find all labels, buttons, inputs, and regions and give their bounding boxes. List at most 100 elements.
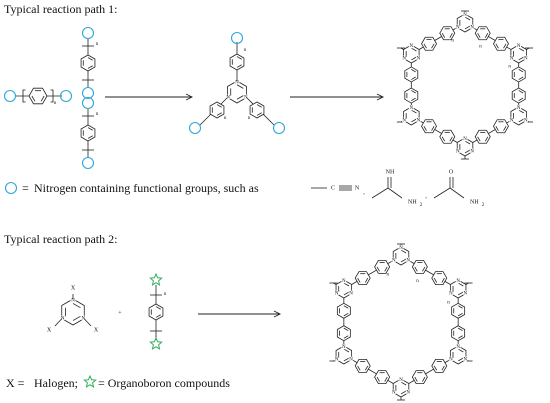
path2-edge-benzene <box>374 259 391 274</box>
n-label-bg <box>401 117 407 123</box>
trihalo-triazine <box>61 298 85 326</box>
organoboron-legend-star-icon <box>83 374 97 388</box>
n-label-bg <box>398 245 404 251</box>
subscript-2: 2 <box>482 203 485 208</box>
double-bond <box>40 95 45 102</box>
path2-edge-benzene <box>336 325 351 342</box>
path2-repeat-n: n <box>416 279 419 284</box>
double-bond <box>384 376 388 382</box>
n-label-bg <box>455 278 461 284</box>
vertical-monomer-benzene <box>80 54 96 72</box>
path1-edge-benzene <box>421 36 437 51</box>
path2-edge-benzene <box>411 259 428 274</box>
path1-triazine-node <box>456 13 474 33</box>
triazine-n-label: N <box>244 96 248 101</box>
triazine-n-label: N <box>342 345 346 350</box>
n-label-bg <box>348 290 354 296</box>
path2-triazine-node <box>392 246 410 266</box>
triazine-n-label: N <box>470 150 474 155</box>
double-bond <box>495 43 499 49</box>
triazine-core <box>227 80 247 104</box>
n-label-bg <box>234 79 240 85</box>
n-label-bg <box>405 257 411 263</box>
nitrogen-group-marker-bottom <box>81 86 95 100</box>
repeat-n: n <box>244 48 247 53</box>
n-label-bg <box>455 344 461 350</box>
double-bond <box>31 95 36 102</box>
double-bond <box>449 136 453 142</box>
double-bond <box>411 47 417 52</box>
double-bond <box>518 118 525 123</box>
triazine-n-label: N <box>399 246 403 251</box>
n-label-bg <box>508 117 515 123</box>
triazine-n-label: N <box>349 292 353 297</box>
triazine-n-label: N <box>406 259 410 264</box>
halogen-bond-left <box>54 318 63 327</box>
double-bond <box>518 47 525 52</box>
nitrogen-legend-equals: = <box>22 181 29 195</box>
double-bond <box>236 84 244 89</box>
boron-monomer-benzene <box>148 303 164 321</box>
double-bond <box>411 109 417 114</box>
double-bond <box>376 376 380 382</box>
triazine-n-label: N <box>524 57 528 62</box>
triazine-n-label: N <box>456 345 460 350</box>
double-bond <box>411 56 417 61</box>
triazine-n-label: N <box>409 44 413 49</box>
triazine-n-label: N <box>406 391 410 396</box>
double-bond <box>343 291 350 296</box>
path2-framework-edge <box>400 354 459 389</box>
double-bond <box>343 335 349 339</box>
double-bond <box>464 25 471 30</box>
path2-edge-benzene <box>451 302 466 319</box>
triazine-n-label: N <box>463 13 467 18</box>
path1-edge-benzene <box>511 66 526 83</box>
path2-framework-edge <box>400 255 459 290</box>
n-label-bg <box>523 117 529 123</box>
double-bond <box>411 90 416 94</box>
double-bond <box>422 376 426 382</box>
triazine-n-label: N <box>392 259 396 264</box>
triazine-n-label: N <box>456 150 460 155</box>
path1-triazine-node <box>510 44 527 64</box>
path2-framework-edge <box>343 255 402 290</box>
double-bond <box>433 277 438 283</box>
path2-title: Typical reaction path 2: <box>4 232 118 246</box>
double-bond <box>423 43 427 49</box>
triazine-n-label: N <box>409 106 413 111</box>
double-bond <box>518 76 524 80</box>
n-label-bg <box>391 389 397 395</box>
repeat-n: n <box>224 116 227 121</box>
n-label-bg <box>405 389 411 395</box>
triazine-n-label: N <box>463 137 467 142</box>
n-label-bg <box>334 356 340 362</box>
n-label-bg <box>408 43 414 49</box>
double-bond <box>155 306 161 310</box>
path1-triazine-node <box>510 106 527 126</box>
path2-edge-benzene <box>354 358 371 373</box>
triazine-n-label: N <box>61 316 65 321</box>
triazine-n-label: N <box>417 57 421 62</box>
path1-edge-benzene <box>493 119 509 134</box>
double-bond <box>72 315 81 321</box>
double-bond <box>216 104 222 108</box>
double-bond <box>400 381 407 386</box>
double-bond <box>364 365 369 371</box>
amidine-bond <box>371 187 389 199</box>
double-bond <box>518 56 525 61</box>
double-bond <box>414 266 418 272</box>
path2-triazine-node <box>449 279 467 299</box>
double-bond <box>518 109 525 114</box>
double-bond <box>484 33 489 38</box>
double-bond <box>87 57 93 61</box>
path1-repeat-n: n <box>508 65 511 70</box>
double-bond <box>155 314 161 318</box>
double-bond <box>457 335 463 339</box>
double-bond <box>343 312 349 317</box>
path2-triazine-node <box>392 378 410 398</box>
triazine-n-label: N <box>335 358 339 363</box>
double-bond <box>87 127 93 131</box>
nitrile-c: C <box>331 185 335 191</box>
n-label-bg <box>455 148 461 154</box>
triazine-n-label: N <box>392 391 396 396</box>
